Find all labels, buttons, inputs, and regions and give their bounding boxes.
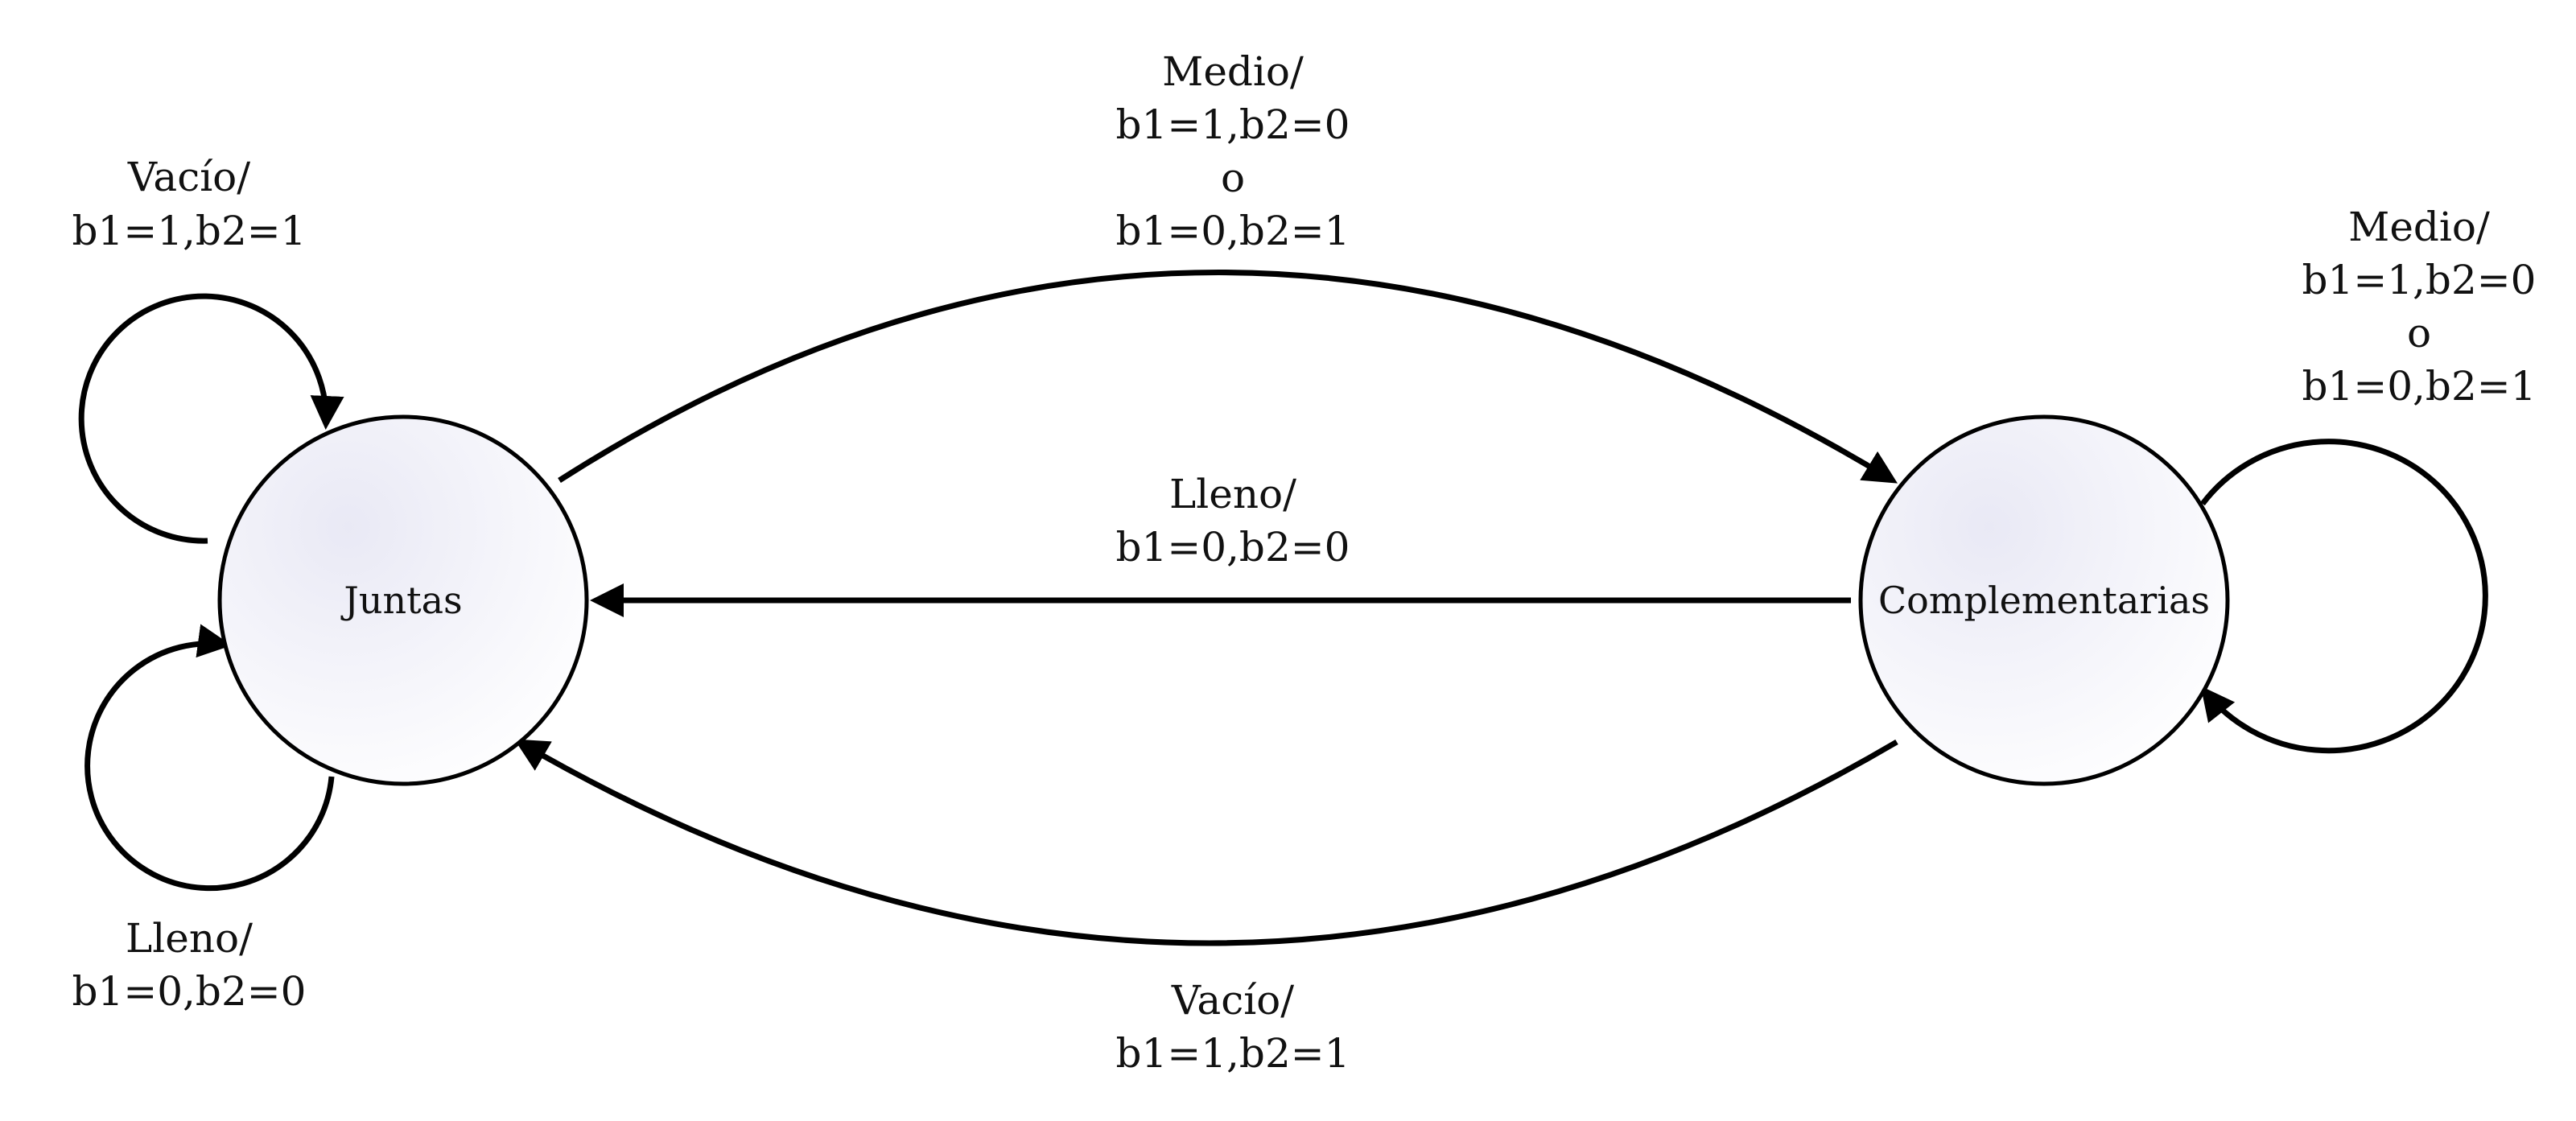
edge-complementarias-self <box>2200 439 2488 754</box>
svg-text:Lleno/: Lleno/ <box>1169 471 1296 517</box>
svg-text:Medio/: Medio/ <box>2348 204 2490 250</box>
label-juntas-self-bottom: Lleno/ b1=0,b2=0 <box>72 915 307 1015</box>
svg-text:b1=1,b2=0: b1=1,b2=0 <box>2302 257 2537 303</box>
svg-text:b1=0,b2=1: b1=0,b2=1 <box>2302 363 2537 410</box>
svg-text:b1=1,b2=1: b1=1,b2=1 <box>72 208 307 254</box>
label-juntas-to-complementarias: Medio/ b1=1,b2=0 o b1=0,b2=1 <box>1116 48 1350 254</box>
edge-juntas-self-bottom <box>84 624 335 892</box>
svg-text:b1=1,b2=0: b1=1,b2=0 <box>1116 101 1350 148</box>
label-juntas-self-top: Vacío/ b1=1,b2=1 <box>72 154 307 254</box>
svg-text:Lleno/: Lleno/ <box>126 915 253 962</box>
state-juntas-label: Juntas <box>340 579 462 622</box>
state-complementarias: Complementarias <box>1858 414 2230 786</box>
svg-text:b1=0,b2=0: b1=0,b2=0 <box>72 968 307 1015</box>
edge-juntas-self-top <box>78 293 344 544</box>
state-juntas: Juntas <box>217 414 589 786</box>
svg-text:Medio/: Medio/ <box>1162 48 1304 95</box>
svg-text:b1=1,b2=1: b1=1,b2=1 <box>1116 1030 1350 1077</box>
svg-text:b1=0,b2=1: b1=0,b2=1 <box>1116 208 1350 254</box>
svg-text:b1=0,b2=0: b1=0,b2=0 <box>1116 524 1350 571</box>
svg-text:o: o <box>2407 310 2431 356</box>
edge-juntas-to-complementarias <box>558 270 1898 484</box>
edge-complementarias-to-juntas-curve <box>513 739 1898 946</box>
state-complementarias-label: Complementarias <box>1878 579 2210 622</box>
label-complementarias-to-juntas-curve: Vacío/ b1=1,b2=1 <box>1116 977 1350 1077</box>
svg-text:Vacío/: Vacío/ <box>1171 977 1294 1024</box>
svg-text:Vacío/: Vacío/ <box>127 154 250 200</box>
label-complementarias-self: Medio/ b1=1,b2=0 o b1=0,b2=1 <box>2302 204 2537 410</box>
label-complementarias-to-juntas-straight: Lleno/ b1=0,b2=0 <box>1116 471 1350 571</box>
svg-text:o: o <box>1221 155 1245 201</box>
